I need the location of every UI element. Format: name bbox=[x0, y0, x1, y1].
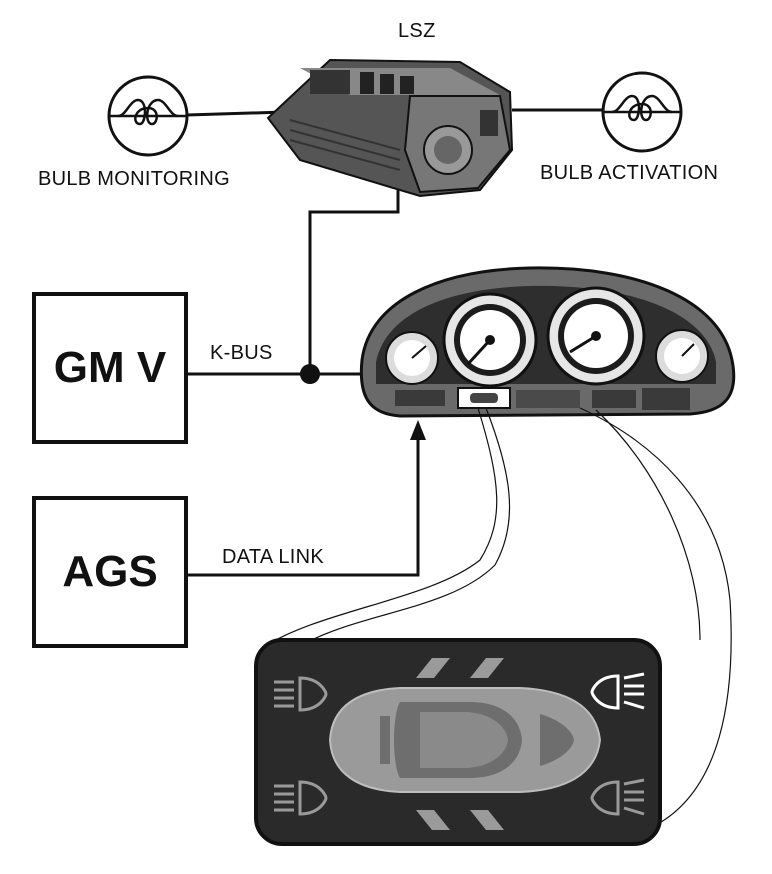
gmv-label: GM V bbox=[53, 343, 167, 392]
connection-lines bbox=[185, 108, 602, 577]
lsz-to-kbus-wire bbox=[308, 182, 400, 374]
display-link-wires bbox=[261, 407, 732, 826]
data-link-label: DATA LINK bbox=[222, 546, 324, 568]
lsz-label: LSZ bbox=[398, 20, 436, 42]
gmv-module-box: GM V bbox=[32, 292, 188, 444]
bulb-monitoring-label: BULB MONITORING bbox=[38, 168, 230, 190]
k-bus-label: K-BUS bbox=[210, 342, 273, 364]
ags-label: AGS bbox=[62, 547, 158, 596]
bulb-activation-icon bbox=[601, 71, 683, 153]
bulb-failure-display-icon bbox=[254, 638, 662, 846]
k-bus-junction-dot bbox=[300, 364, 320, 384]
bulb-monitoring-wire bbox=[186, 110, 286, 117]
bulb-activation-label: BULB ACTIVATION bbox=[540, 162, 719, 184]
data-link-arrowhead bbox=[410, 420, 426, 440]
ags-module-box: AGS bbox=[32, 496, 188, 648]
data-link-line bbox=[188, 440, 420, 577]
lsz-light-switch-module-icon bbox=[266, 58, 514, 198]
bulb-monitoring-icon bbox=[107, 75, 189, 157]
instrument-cluster-icon bbox=[359, 266, 736, 418]
